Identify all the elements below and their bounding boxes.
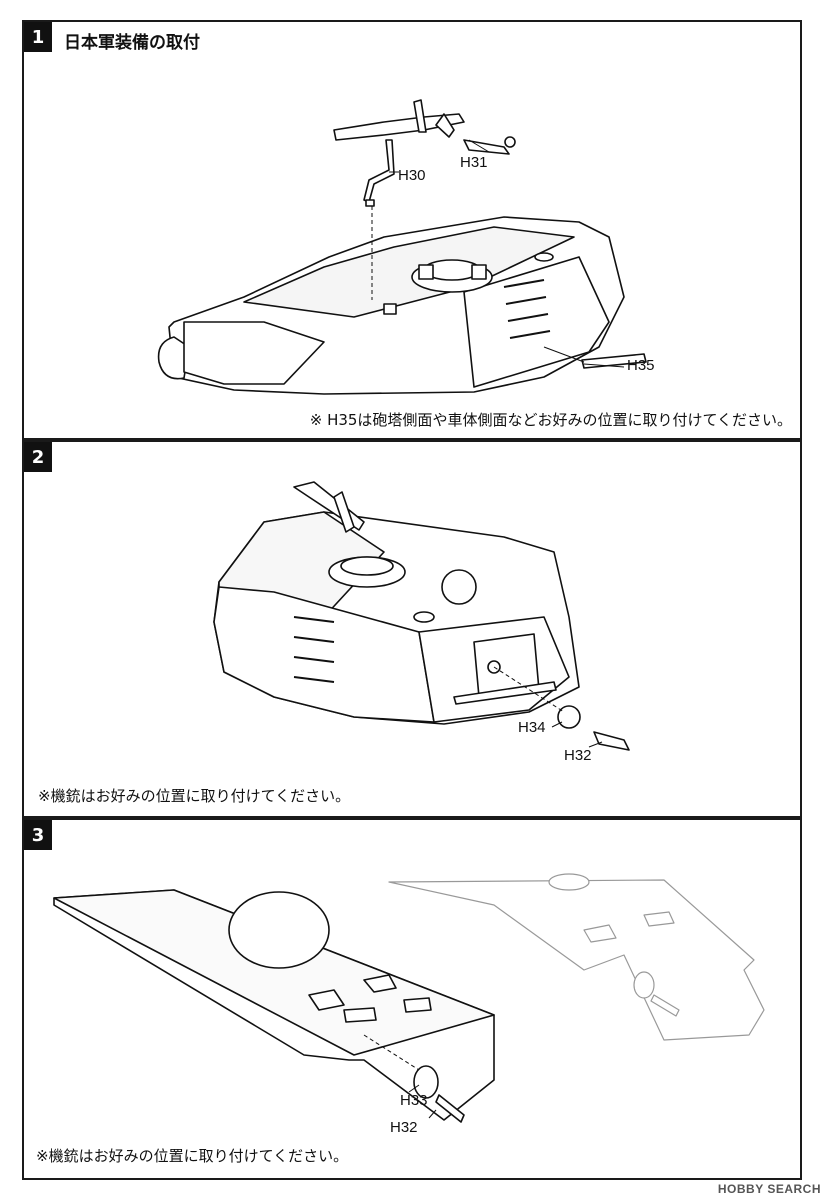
part-h33-ball-mount	[413, 1065, 439, 1099]
step-1-number: 1	[24, 22, 52, 52]
part-h32-machine-gun	[593, 731, 630, 751]
step-3-note: ※機銃はお好みの位置に取り付けてください。	[36, 1147, 349, 1165]
turret-ring-opening	[228, 891, 330, 969]
watermark: HOBBY SEARCH	[717, 1182, 821, 1196]
gun-mantlet	[157, 336, 190, 380]
part-h34-ball-mount	[557, 705, 581, 729]
label-h30: H30	[398, 167, 426, 184]
step-1-title: 日本軍装備の取付	[64, 33, 200, 53]
part-h30-mount	[363, 139, 395, 203]
step-2-number: 2	[24, 442, 52, 472]
step-3-number: 3	[24, 820, 52, 850]
label-h35: H35	[627, 357, 655, 374]
label-h33: H33	[400, 1092, 428, 1109]
step-2-note: ※機銃はお好みの位置に取り付けてください。	[38, 787, 351, 805]
label-h32: H32	[564, 747, 592, 764]
label-h32: H32	[390, 1119, 418, 1136]
turret-rear-diagram: H34 H32	[213, 481, 630, 764]
step-3-panel: 3 H33 H32 ※機銃はお好みの位置に取り付けてくだ	[22, 818, 802, 1180]
label-h34: H34	[518, 719, 546, 736]
step-1-note: ※ H35は砲塔側面や車体側面などお好みの位置に取り付けてください。	[309, 411, 792, 429]
label-h31: H31	[460, 154, 488, 171]
part-h32-machine-gun	[435, 1094, 465, 1123]
hull-plate-diagram: H33 H32	[53, 873, 765, 1136]
turret-assembly-diagram: H30 H31 H35	[157, 99, 655, 395]
part-h31-machine-gun	[333, 113, 465, 141]
step-2-panel: 2	[22, 440, 802, 818]
step-1-panel: 1 日本軍装備の取付	[22, 20, 802, 440]
part-h35	[581, 353, 647, 369]
